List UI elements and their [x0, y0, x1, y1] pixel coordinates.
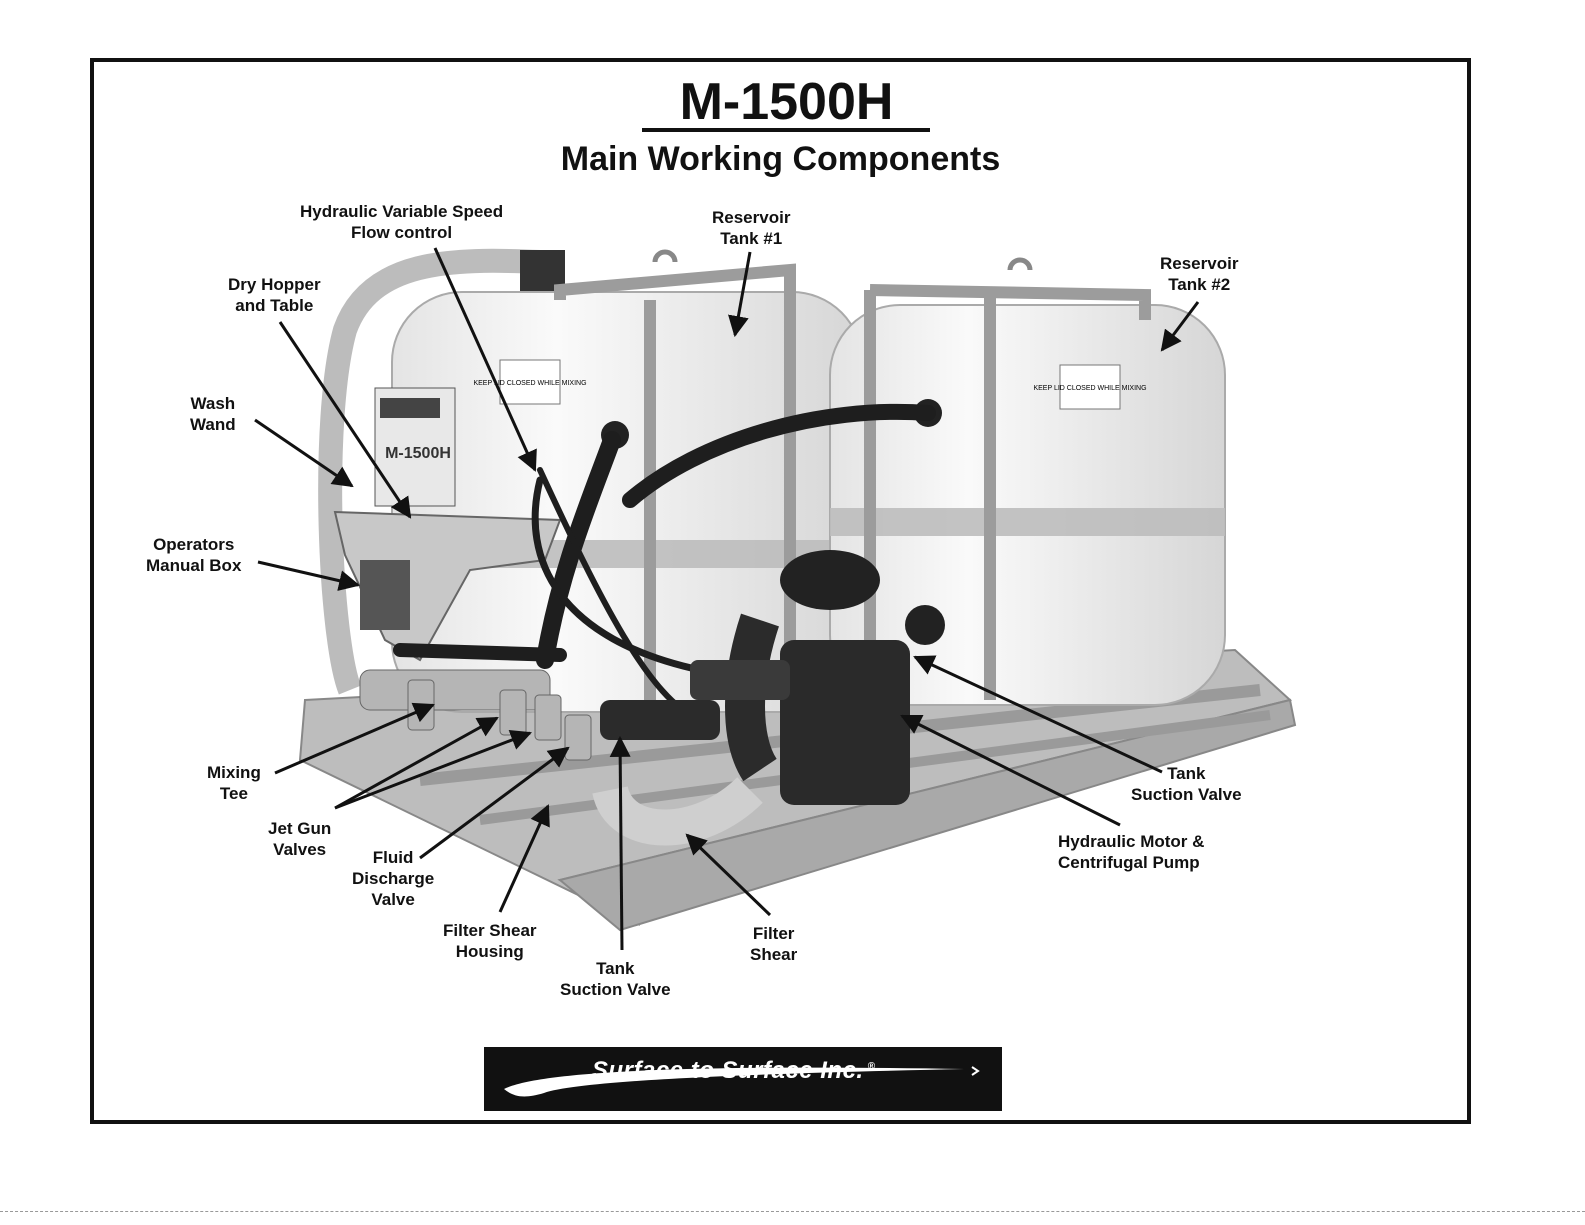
suction-hose-loop: [318, 248, 541, 695]
centrifugal-pump: [600, 550, 910, 805]
tank-1-decal: KEEP LID CLOSED WHILE MIXING: [473, 380, 586, 387]
hydraulic-hoses: [393, 403, 936, 723]
arrow-manual-box: [257, 560, 361, 591]
logo-wordmark: Surface to Surface Inc.®: [592, 1057, 876, 1084]
arrow-mixing-tee: [274, 702, 435, 775]
arrow-filter-housing: [498, 804, 550, 913]
arrow-fluid-discharge: [419, 746, 570, 860]
arrow-filter-shear: [685, 833, 772, 917]
arrow-wash-wand: [254, 418, 354, 488]
arrow-jet-gun-1: [334, 716, 499, 810]
arrow-tank-suction-bottom: [609, 735, 631, 951]
reservoir-tank-2: KEEP LID CLOSED WHILE MIXING: [829, 304, 1226, 706]
tank-lift-frames: [554, 263, 1151, 700]
panel-model-decal: M-1500H: [385, 445, 451, 462]
control-panel: M-1500H: [374, 387, 456, 507]
arrow-tank-suction-right: [913, 655, 1163, 774]
page-title: M-1500H: [679, 73, 894, 131]
arrow-reservoir-1: [728, 251, 752, 338]
label-hydraulic-motor-pump: Hydraulic Motor &Centrifugal Pump: [1058, 832, 1205, 872]
filter-shear-pipe: [592, 776, 763, 846]
diagram-frame: [90, 58, 1471, 1124]
arrow-motor-pump: [900, 714, 1121, 827]
company-logo: Surface to Surface Inc.®: [484, 1047, 1002, 1111]
tank-2-decal: KEEP LID CLOSED WHILE MIXING: [1033, 385, 1146, 392]
page-bottom-rule: [0, 1211, 1585, 1212]
callout-arrows: [254, 247, 1200, 951]
logo-swoosh-icon: [504, 1066, 980, 1097]
dry-hopper: [333, 510, 562, 662]
arrow-reservoir-2: [1160, 301, 1200, 352]
arrow-flow-control: [433, 247, 537, 472]
title-underline: [642, 128, 930, 132]
arrow-jet-gun-2: [334, 729, 532, 810]
page-subtitle: Main Working Components: [560, 140, 1001, 178]
arrow-dry-hopper: [278, 321, 412, 519]
